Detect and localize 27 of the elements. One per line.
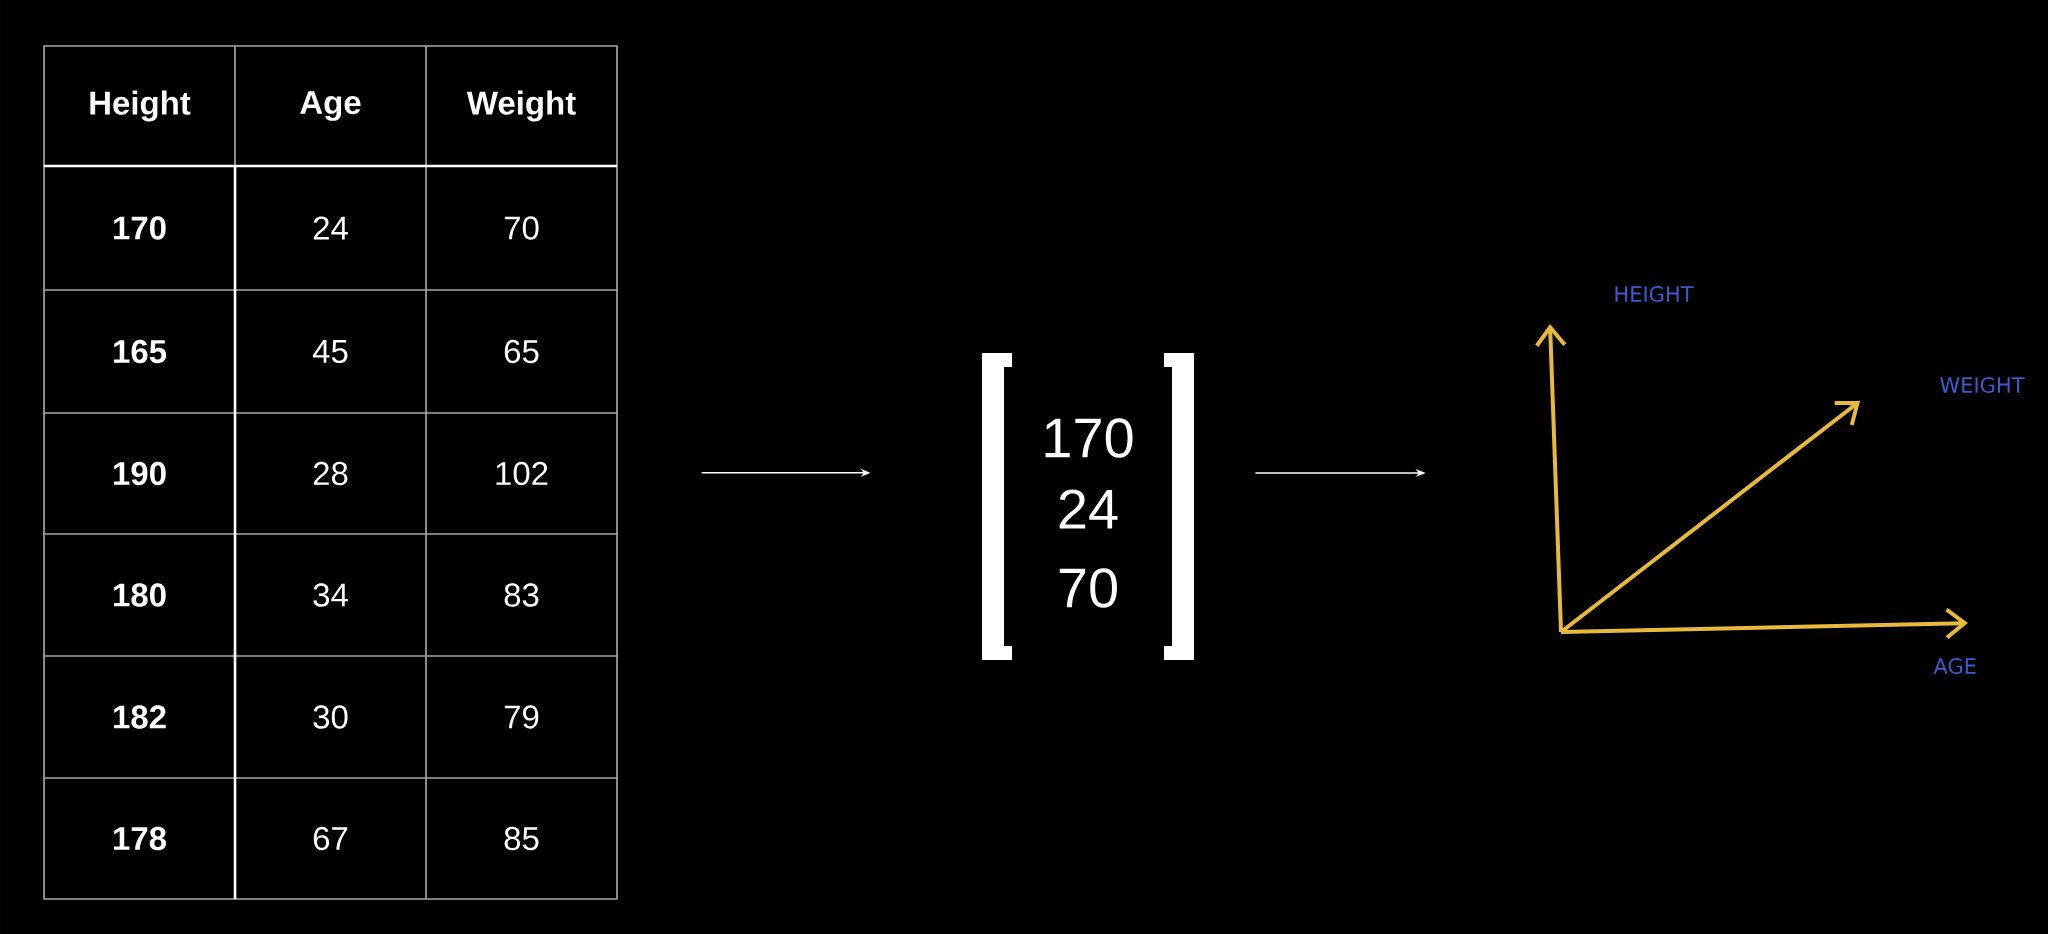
axis-label: HEIGHT bbox=[1615, 286, 1694, 302]
table-cell: 190 bbox=[43, 412, 236, 535]
vector-entry: 24 bbox=[1059, 489, 1118, 529]
table-cell: 65 bbox=[425, 289, 618, 414]
table-cell: 170 bbox=[43, 165, 236, 291]
axis-label: AGE bbox=[1933, 658, 1976, 674]
table-cell: 34 bbox=[234, 533, 427, 657]
header-cell: Weight bbox=[425, 45, 618, 167]
vector-entry: 170 bbox=[1045, 418, 1133, 458]
table-cell: 70 bbox=[425, 165, 618, 291]
table-cell: 79 bbox=[425, 655, 618, 779]
table-cell: 85 bbox=[425, 777, 618, 900]
axis-label: WEIGHT bbox=[1940, 377, 2025, 393]
vector-entry: 70 bbox=[1059, 568, 1117, 608]
table-cell: 165 bbox=[43, 289, 236, 414]
header-cell: Height bbox=[43, 45, 236, 167]
table-cell: 45 bbox=[234, 289, 427, 414]
table-cell: 24 bbox=[234, 165, 427, 291]
table-cell: 102 bbox=[425, 412, 618, 535]
table-cell: 67 bbox=[234, 777, 427, 900]
table-cell: 28 bbox=[234, 412, 427, 535]
table-cell: 30 bbox=[234, 655, 427, 779]
table-cell: 180 bbox=[43, 533, 236, 657]
header-cell: Age bbox=[234, 45, 427, 167]
table-cell: 83 bbox=[425, 533, 618, 657]
table-cell: 182 bbox=[43, 655, 236, 779]
table-cell: 178 bbox=[43, 777, 236, 900]
